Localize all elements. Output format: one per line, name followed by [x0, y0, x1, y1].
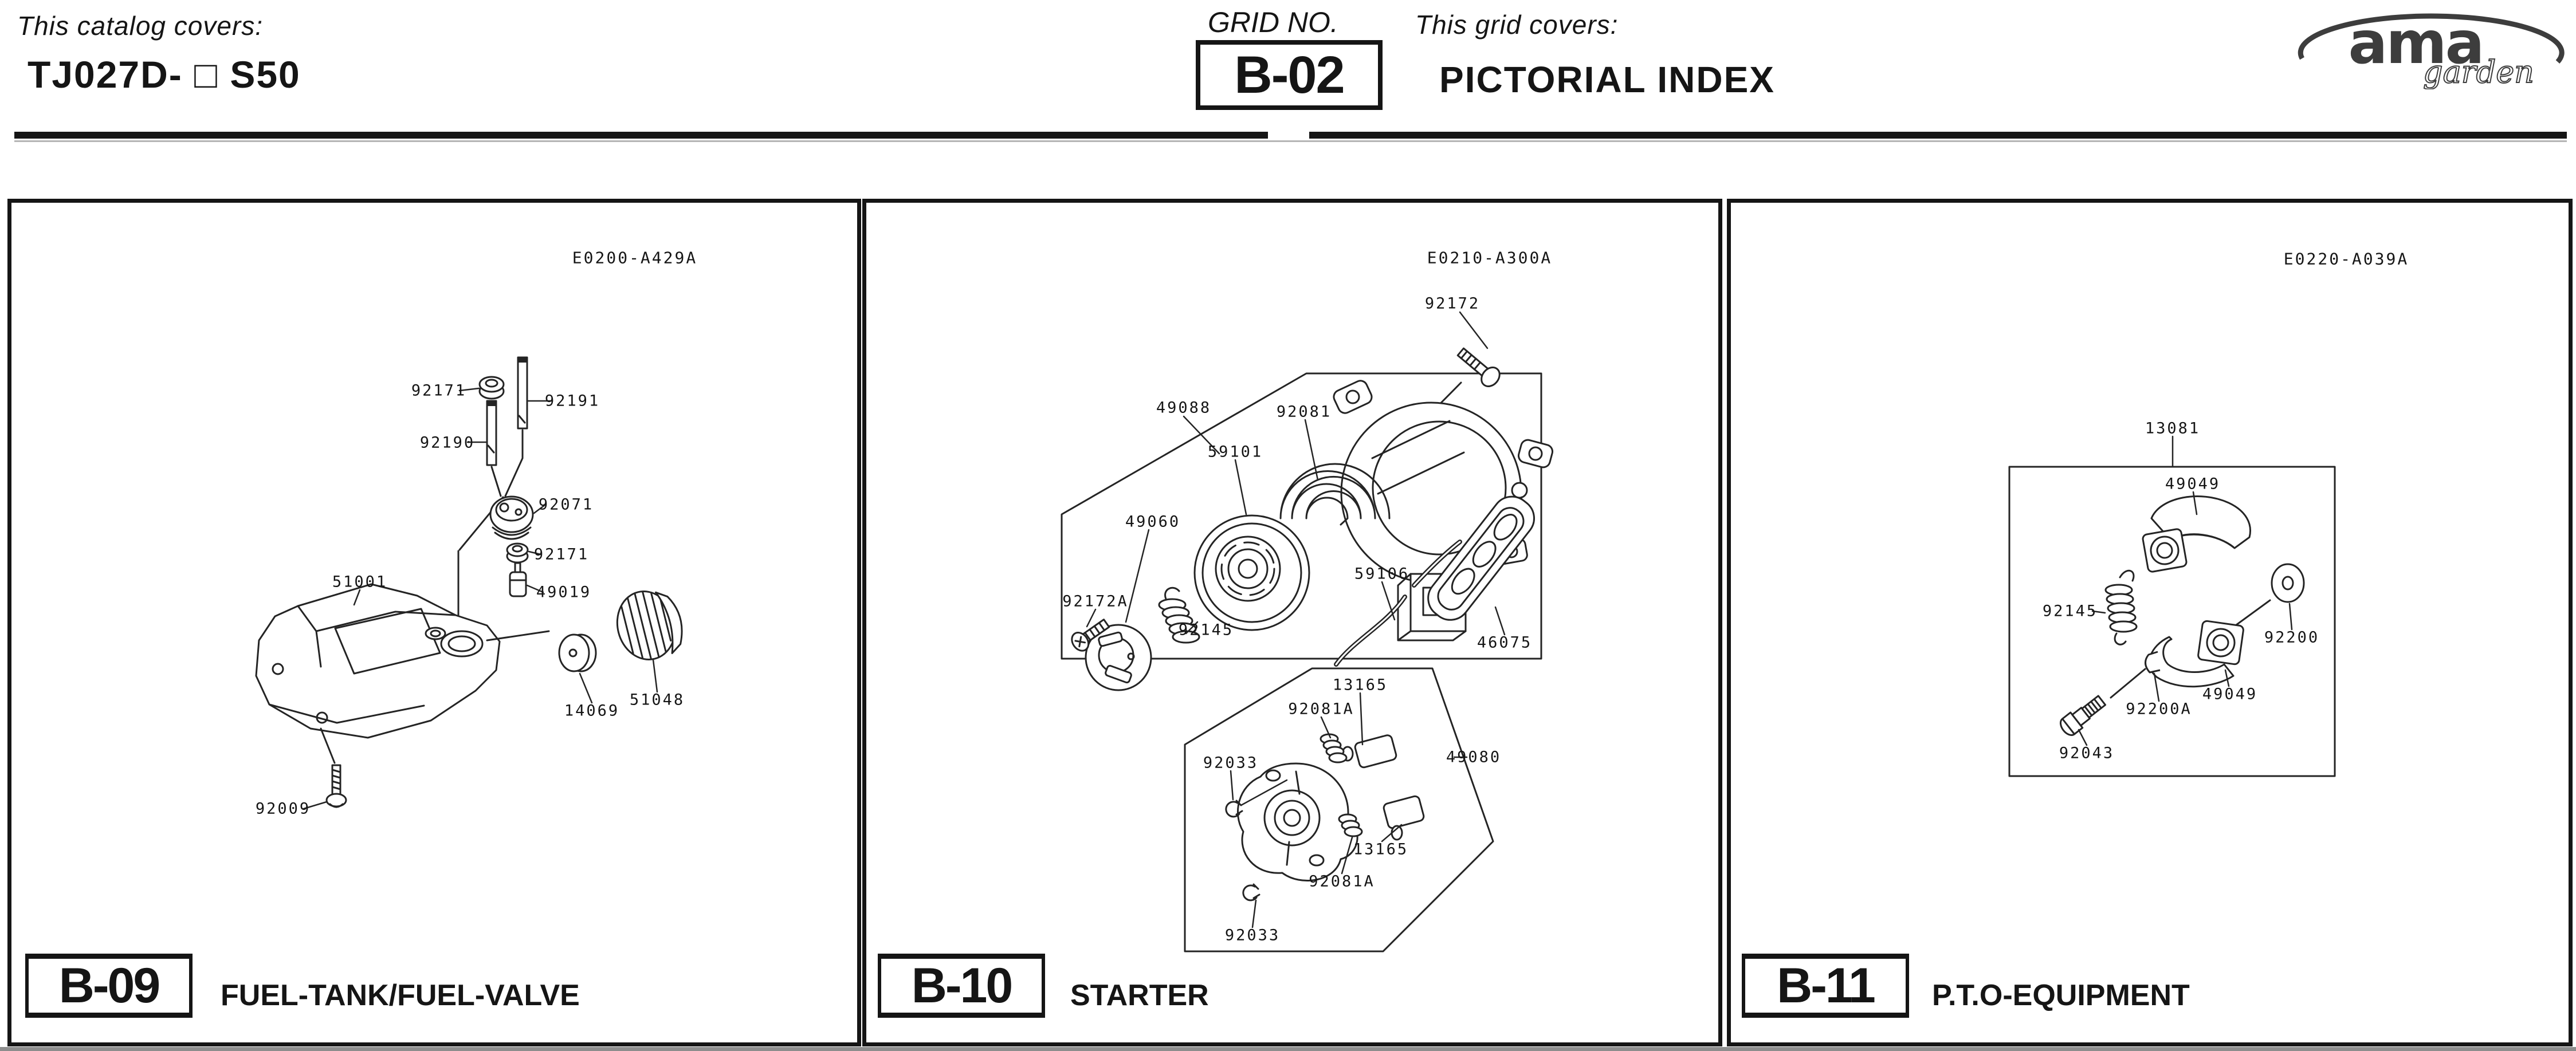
part-number-label: 49088 — [1156, 399, 1212, 417]
part-number-label: 92145 — [2042, 602, 2098, 620]
part-number-label: 14069 — [564, 702, 620, 720]
model-code: TJ027D- □ S50 — [28, 53, 301, 96]
part-number-label: 92190 — [419, 434, 476, 452]
logo-sub-text: garden — [2423, 54, 2534, 89]
page-title: PICTORIAL INDEX — [1439, 59, 1775, 100]
panel-title-b09: FUEL-TANK/FUEL-VALVE — [221, 979, 580, 1012]
part-number-label: 51048 — [629, 691, 685, 709]
part-number-label: 92191 — [544, 392, 600, 410]
header-rule-notch — [1268, 131, 1309, 140]
catalog-covers-label: This catalog covers: — [17, 11, 264, 41]
part-number-label: 59101 — [1207, 443, 1263, 461]
part-number-label: 49049 — [2202, 685, 2258, 703]
logo-brand-text: ama — [2349, 9, 2483, 77]
part-number-label: 49080 — [1446, 748, 1502, 766]
panel-b11 — [1727, 199, 2573, 1046]
part-number-label: 92071 — [538, 495, 594, 514]
part-number-label: 92009 — [255, 800, 311, 818]
part-number-label: 13081 — [2145, 419, 2201, 438]
diagram-code-b11: E0220-A039A — [2283, 249, 2409, 269]
fuel-tank-diagram — [255, 356, 683, 810]
grid-code-box-b09: B-09 — [25, 954, 193, 1018]
b09-leader-lines — [303, 387, 658, 810]
brand-logo: ama garden — [2285, 2, 2573, 89]
part-number-label: 46075 — [1477, 633, 1533, 652]
part-number-label: 13165 — [1332, 676, 1388, 694]
part-number-label: 92171 — [533, 545, 590, 564]
part-number-label: 92043 — [2059, 744, 2115, 762]
b11-leader-lines — [2078, 435, 2293, 746]
part-number-label: 13165 — [1353, 840, 1409, 859]
part-number-label: 49019 — [536, 583, 592, 601]
part-number-label: 49049 — [2165, 475, 2221, 493]
grid-covers-label: This grid covers: — [1415, 10, 1619, 40]
diagram-code-b09: E0200-A429A — [572, 248, 698, 267]
grid-code-box-b10: B-10 — [878, 954, 1045, 1018]
part-number-label: 92081A — [1288, 700, 1354, 718]
scan-edge-strip — [0, 1047, 2576, 1051]
starter-diagram — [1061, 311, 1554, 952]
panel-title-b11: P.T.O-EQUIPMENT — [1932, 979, 2190, 1012]
part-number-label: 92145 — [1178, 621, 1234, 639]
part-number-label: 92172 — [1424, 294, 1481, 313]
part-number-label: 92033 — [1224, 926, 1281, 944]
part-number-label: 92171 — [411, 381, 467, 400]
grid-no-box: B-02 — [1196, 40, 1383, 110]
part-number-label: 92172A — [1062, 592, 1129, 611]
part-number-label: 92081A — [1309, 872, 1375, 891]
part-number-label: 92033 — [1203, 754, 1259, 772]
part-number-label: 92200 — [2264, 628, 2320, 647]
part-number-label: 59106 — [1354, 565, 1410, 583]
b10-leader-lines — [1086, 311, 1506, 928]
logo-ellipse-icon: ama garden — [2298, 9, 2565, 89]
header-rule-shadow — [14, 140, 2567, 142]
diagram-code-b10: E0210-A300A — [1427, 248, 1553, 267]
part-number-label: 49060 — [1125, 513, 1181, 531]
part-number-label: 92200A — [2126, 700, 2192, 718]
grid-no-label: GRID NO. — [1208, 6, 1338, 38]
panel-title-b10: STARTER — [1070, 979, 1209, 1012]
part-number-label: 51001 — [332, 573, 388, 591]
pto-diagram — [2008, 435, 2336, 777]
grid-code-box-b11: B-11 — [1742, 954, 1909, 1018]
panel-b10 — [862, 199, 1722, 1046]
part-number-label: 92081 — [1276, 403, 1332, 421]
